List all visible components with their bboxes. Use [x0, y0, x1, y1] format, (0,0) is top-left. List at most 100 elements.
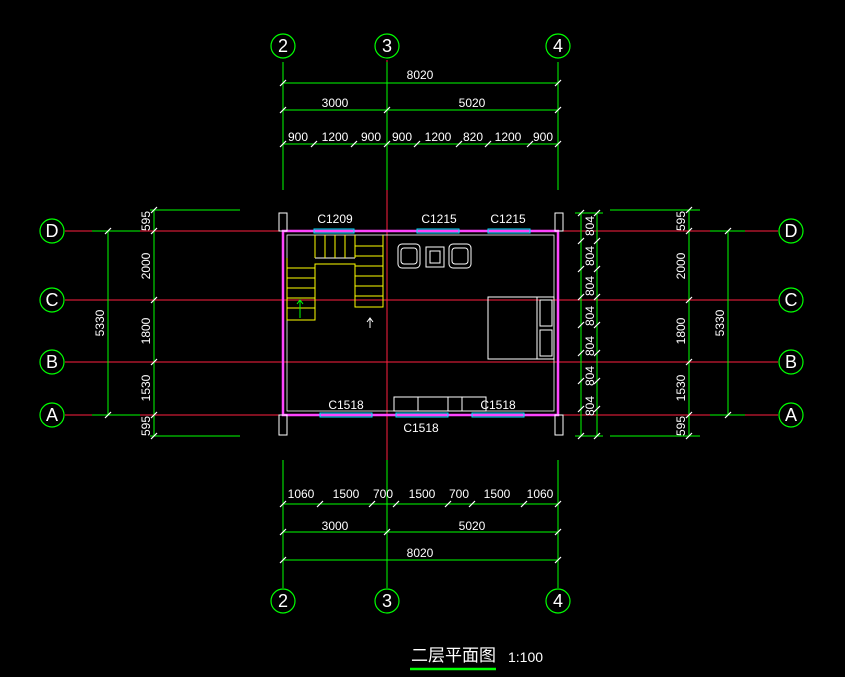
dimension-text-left: 595 2000 1800 1530 595 5330 [93, 211, 153, 436]
dimension-tick [724, 411, 732, 419]
axis-bubble-bottom-2: 2 [270, 588, 296, 614]
axis-label-right-B: B [785, 352, 797, 372]
dimension-tick [413, 140, 421, 148]
axis-bubble-top-4: 4 [545, 33, 571, 59]
dimension-tick [279, 500, 287, 508]
dimension-tick [685, 432, 693, 440]
dim-right-detail-3: 1800 [674, 317, 688, 344]
dimension-text-top: 8020 3000 5020 900 1200 900 900 1200 820… [288, 68, 553, 144]
dim-bottom-total: 8020 [407, 546, 434, 560]
axis-bubble-left-C: C [39, 287, 65, 313]
dim-top-detail-3: 900 [361, 130, 381, 144]
dimension-tick [104, 227, 112, 235]
dim-bottom-detail-6: 1500 [484, 487, 511, 501]
bed [487, 296, 555, 360]
dimension-tick [577, 293, 585, 301]
dimension-tick [150, 227, 158, 235]
dimension-tick [685, 358, 693, 366]
dimension-tick [279, 106, 287, 114]
dim-bottom-detail-4: 1500 [409, 487, 436, 501]
axis-label-right-C: C [785, 290, 798, 310]
dimension-tick [554, 140, 562, 148]
dim-top-total: 8020 [407, 68, 434, 82]
dim-right-inner-6: 804 [583, 366, 597, 386]
dimension-tick [685, 227, 693, 235]
dimension-tick [455, 140, 463, 148]
window-label-bottom-3: C1518 [480, 398, 516, 412]
outer-wall [281, 229, 560, 417]
dim-right-detail-5: 595 [674, 416, 688, 436]
window-bottom-3 [471, 412, 525, 418]
dimension-tick [554, 556, 562, 564]
dimension-tick [484, 140, 492, 148]
axis-label-bottom-3: 3 [382, 591, 392, 611]
dimension-tick [279, 556, 287, 564]
dimension-tick [577, 209, 585, 217]
axis-label-left-D: D [46, 221, 59, 241]
dimension-tick [279, 140, 287, 148]
dimension-ticks [104, 79, 732, 564]
dim-bottom-mid-1: 3000 [322, 519, 349, 533]
dimension-lines [92, 62, 745, 588]
dimension-tick [554, 528, 562, 536]
axis-label-bottom-4: 4 [553, 591, 563, 611]
axis-bubble-left-A: A [39, 402, 65, 428]
axis-bubble-bottom-3: 3 [374, 588, 400, 614]
dimension-tick [593, 405, 601, 413]
dim-top-mid-2: 5020 [459, 96, 486, 110]
dim-top-detail-4: 900 [392, 130, 412, 144]
axis-bubbles: 2 3 4 2 3 4 D C [39, 33, 804, 614]
dim-right-inner-2: 804 [583, 246, 597, 266]
axis-label-right-A: A [785, 405, 797, 425]
axis-label-left-B: B [46, 352, 58, 372]
dim-bottom-detail-7: 1060 [527, 487, 554, 501]
window-top-1 [313, 228, 355, 234]
dimension-tick [593, 377, 601, 385]
building-walls [278, 212, 564, 436]
dimension-tick [104, 411, 112, 419]
dim-left-detail-3: 1800 [139, 317, 153, 344]
dimension-tick [150, 358, 158, 366]
window-top-3 [487, 228, 531, 234]
dim-top-detail-2: 1200 [322, 130, 349, 144]
column-tl [278, 212, 288, 232]
dimension-tick [310, 140, 318, 148]
dimension-tick [526, 140, 534, 148]
dimension-tick [593, 209, 601, 217]
dimension-tick [593, 321, 601, 329]
dimension-tick [350, 140, 358, 148]
dimension-tick [150, 206, 158, 214]
dimension-tick [577, 405, 585, 413]
dimension-tick [150, 296, 158, 304]
dimension-tick [383, 528, 391, 536]
dim-right-total: 5330 [713, 309, 727, 336]
axis-bubble-right-B: B [778, 349, 804, 375]
dim-left-detail-4: 1530 [139, 374, 153, 401]
dimension-tick [554, 500, 562, 508]
axis-label-bottom-2: 2 [278, 591, 288, 611]
dim-top-detail-8: 900 [533, 130, 553, 144]
dim-left-detail-2: 2000 [139, 252, 153, 279]
dimension-tick [468, 500, 476, 508]
dim-right-detail-4: 1530 [674, 374, 688, 401]
dim-left-detail-1: 595 [139, 211, 153, 231]
dimension-tick [392, 500, 400, 508]
window-top-2 [416, 228, 460, 234]
axis-label-right-D: D [785, 221, 798, 241]
window-labels: C1209 C1215 C1215 C1518 C1518 C1518 [317, 212, 526, 435]
column-bl [278, 414, 288, 436]
dimension-tick [554, 106, 562, 114]
dimension-text-right: 595 2000 1800 1530 595 5330 804 804 804 … [583, 211, 727, 436]
drawing-title-block: 二层平面图 1:100 [410, 646, 543, 671]
window-label-bottom-1: C1518 [328, 398, 364, 412]
column-br [554, 414, 564, 436]
axis-bubble-right-D: D [778, 218, 804, 244]
dimension-tick [150, 411, 158, 419]
dimension-tick [577, 265, 585, 273]
axis-grid-lines [65, 60, 778, 588]
dim-bottom-detail-5: 700 [449, 487, 469, 501]
drawing-scale: 1:100 [508, 649, 543, 665]
dimension-tick [577, 377, 585, 385]
dimension-tick [150, 432, 158, 440]
